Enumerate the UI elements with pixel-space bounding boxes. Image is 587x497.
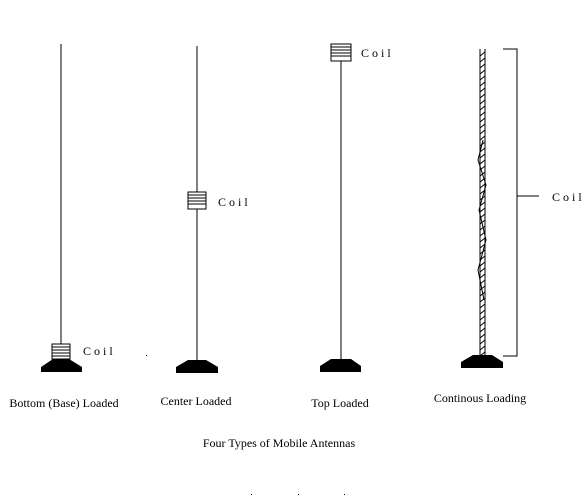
antenna-center-loaded: [176, 46, 218, 373]
coil-winding-turn: [479, 285, 486, 291]
coil-winding-turn: [479, 225, 486, 231]
label-bottom-loaded: Bottom (Base) Loaded: [9, 396, 119, 410]
antenna-mount-base: [41, 359, 82, 372]
coil-label-top: Coil: [361, 46, 394, 60]
coil-winding-turn: [479, 93, 486, 99]
coil-winding-turn: [479, 201, 486, 207]
coil-winding-turn: [479, 261, 486, 267]
coil-winding-turn: [479, 51, 486, 57]
coil-winding-turn: [479, 273, 486, 279]
diagram-caption: Four Types of Mobile Antennas: [202, 436, 356, 450]
coil-winding-turn: [479, 147, 486, 153]
loading-coil: [51, 343, 71, 360]
loading-coil: [330, 43, 352, 62]
coil-winding-turn: [479, 219, 486, 225]
loading-coil: [187, 191, 207, 210]
coil-winding-turn: [479, 303, 486, 309]
antenna-bottom-loaded: [41, 44, 82, 372]
coil-winding-turn: [479, 99, 486, 105]
label-top-loaded: Top Loaded: [311, 396, 369, 410]
coil-winding-turn: [479, 315, 486, 321]
coil-winding-turn: [479, 333, 486, 339]
coil-winding-turn: [479, 345, 486, 351]
coil-winding-turn: [479, 297, 486, 303]
helical-winding: [477, 49, 487, 357]
antenna-mount-base: [461, 355, 503, 368]
coil-winding-turn: [479, 63, 486, 69]
coil-winding-turn: [479, 123, 486, 129]
label-continuous-loading: Continous Loading: [433, 391, 527, 405]
coil-winding-turn: [479, 117, 486, 123]
coil-winding-turn: [479, 57, 486, 63]
coil-winding-turn: [479, 267, 486, 273]
label-center-loaded: Center Loaded: [160, 394, 232, 408]
coil-span-bracket: [503, 48, 539, 357]
coil-winding-turn: [479, 309, 486, 315]
coil-winding-turn: [479, 135, 486, 141]
coil-winding-turn: [479, 87, 486, 93]
stray-dots: [146, 355, 345, 495]
coil-winding-turn: [479, 207, 486, 213]
coil-label-bottom: Coil: [83, 344, 116, 358]
coil-winding-turn: [479, 237, 486, 243]
coil-winding-turn: [479, 153, 486, 159]
coil-winding-turn: [479, 81, 486, 87]
coil-winding-turn: [479, 243, 486, 249]
coil-winding-turn: [479, 75, 486, 81]
antenna-continuous-loading: [461, 48, 539, 368]
antenna-mount-base: [176, 360, 218, 373]
coil-label-center: Coil: [218, 195, 251, 209]
antenna-top-loaded: [320, 43, 361, 372]
coil-label-continuous: Coil: [552, 190, 585, 204]
coil-winding-turn: [479, 129, 486, 135]
coil-winding-turn: [479, 183, 486, 189]
coil-winding-turn: [479, 69, 486, 75]
coil-winding-turn: [479, 339, 486, 345]
coil-winding-turn: [479, 321, 486, 327]
antenna-mount-base: [320, 359, 361, 372]
coil-winding-turn: [479, 327, 486, 333]
coil-winding-turn: [479, 111, 486, 117]
coil-winding-turn: [479, 159, 486, 165]
coil-winding-turn: [479, 105, 486, 111]
